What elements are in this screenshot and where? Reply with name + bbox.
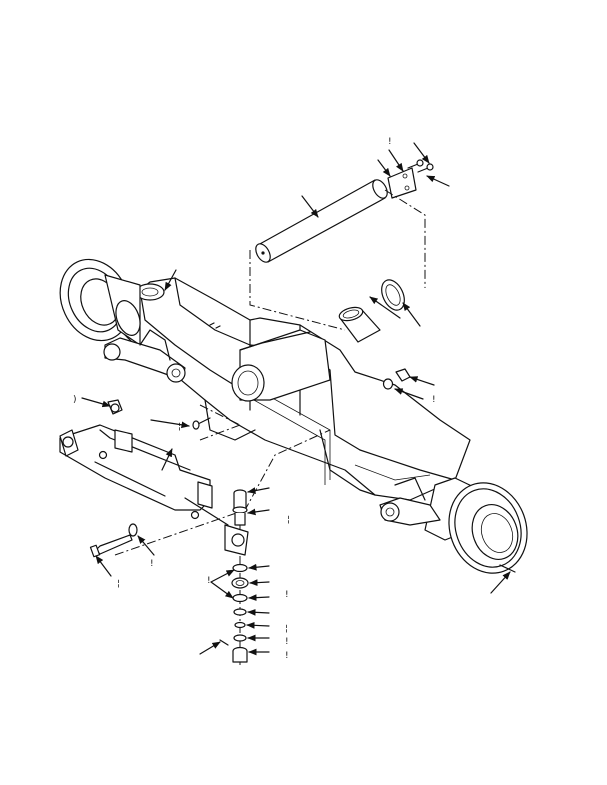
callout-label: ! xyxy=(285,651,289,661)
cotter-pin xyxy=(219,639,229,646)
callout-label: ! xyxy=(285,590,289,600)
retainer-plate xyxy=(387,167,417,199)
callout-label: ¦ xyxy=(178,422,181,432)
callout-label: ! xyxy=(207,576,211,586)
plate-capscrews xyxy=(407,159,434,173)
clevis-washer xyxy=(128,523,138,537)
callout-label: ! xyxy=(388,137,392,147)
right-wheel-hub xyxy=(424,477,528,574)
callout-label: ¦ xyxy=(117,579,120,589)
pivot-boss xyxy=(231,329,331,402)
pivot-pin xyxy=(255,179,388,263)
hub-capscrew xyxy=(499,564,516,573)
steering-cylinder xyxy=(59,424,249,556)
callout-label: ! xyxy=(150,559,154,569)
callout-label: ) xyxy=(73,395,77,405)
elbow-fitting xyxy=(107,399,123,415)
right-steering-arm xyxy=(379,477,441,526)
leader-arrows xyxy=(81,142,511,656)
callout-label: ! xyxy=(285,637,289,647)
hardware-stack xyxy=(231,489,249,663)
grease-fitting xyxy=(192,417,211,430)
clevis-pin xyxy=(89,534,133,558)
callout-labels: ! ) ¦ ! ! ¦ ! ¦ ! ! ¦ ! xyxy=(73,137,436,661)
pivot-bushing xyxy=(338,306,381,343)
callout-label: ¦ xyxy=(285,624,288,634)
left-wheel-hub xyxy=(59,258,141,346)
left-steering-arm xyxy=(103,329,186,383)
callout-label: ¦ xyxy=(287,515,290,525)
thrust-washer xyxy=(381,279,405,311)
callout-label: ! xyxy=(432,395,436,405)
